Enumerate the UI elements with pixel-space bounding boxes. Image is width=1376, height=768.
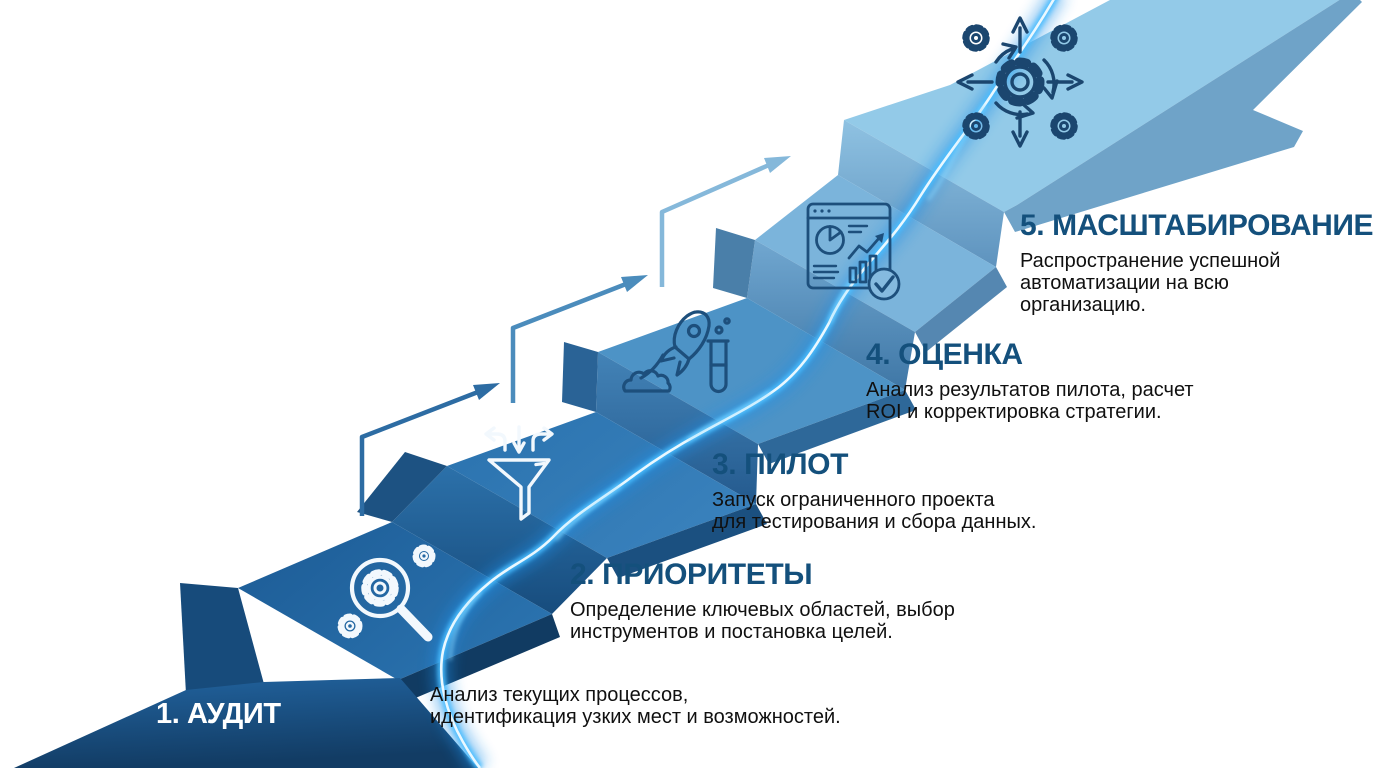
step-3-desc-line: Запуск ограниченного проекта [712, 489, 995, 511]
step-5-desc-line: организацию. [1020, 294, 1146, 316]
arrow-step1-to-step2 [359, 383, 500, 516]
step-4-description: Анализ результатов пилота, расчет ROI и … [866, 379, 1194, 423]
step-4-title: 4. ОЦЕНКА [866, 338, 1023, 371]
step-2-desc-line: инструментов и постановка целей. [570, 621, 893, 643]
gear-network-icon [956, 16, 1084, 148]
energy-stream [431, 0, 1065, 768]
step-4-desc-line: Анализ результатов пилота, расчет [866, 379, 1194, 401]
rocket-testtube-icon [622, 310, 731, 394]
step-2-title: 2. ПРИОРИТЕТЫ [570, 558, 813, 591]
step-2-description: Определение ключевых областей, выбор инс… [570, 599, 955, 643]
funnel-arrows-icon [484, 425, 554, 521]
step-4-desc-line: ROI и корректировка стратегии. [866, 401, 1162, 423]
step-5-desc-line: Распространение успешной [1020, 250, 1281, 272]
dashboard-chart-icon [806, 202, 901, 301]
step-3-desc-line: для тестирования и сбора данных. [712, 511, 1037, 533]
step-1-title: 1. АУДИТ [156, 698, 281, 730]
step-5-description: Распространение успешной автоматизации н… [1020, 250, 1280, 316]
step-3-title: 3. ПИЛОТ [712, 448, 848, 481]
step-5-title: 5. МАСШТАБИРОВАНИЕ [1020, 209, 1374, 242]
arrow-step3-to-step4 [659, 156, 791, 287]
step-5-desc-line: автоматизации на всю [1020, 272, 1229, 294]
step-1-desc-line: идентификация узких мест и возможностей. [430, 706, 841, 728]
step-1-desc-line: Анализ текущих процессов, [430, 684, 689, 706]
magnifier-gears-icon [337, 544, 436, 642]
arrow-step2-to-step3 [510, 275, 648, 403]
step-2-desc-line: Определение ключевых областей, выбор [570, 599, 955, 621]
step-3-description: Запуск ограниченного проекта для тестиро… [712, 489, 1036, 533]
step-2-block [357, 412, 767, 614]
step-1-description: Анализ текущих процессов, идентификация … [430, 684, 841, 728]
